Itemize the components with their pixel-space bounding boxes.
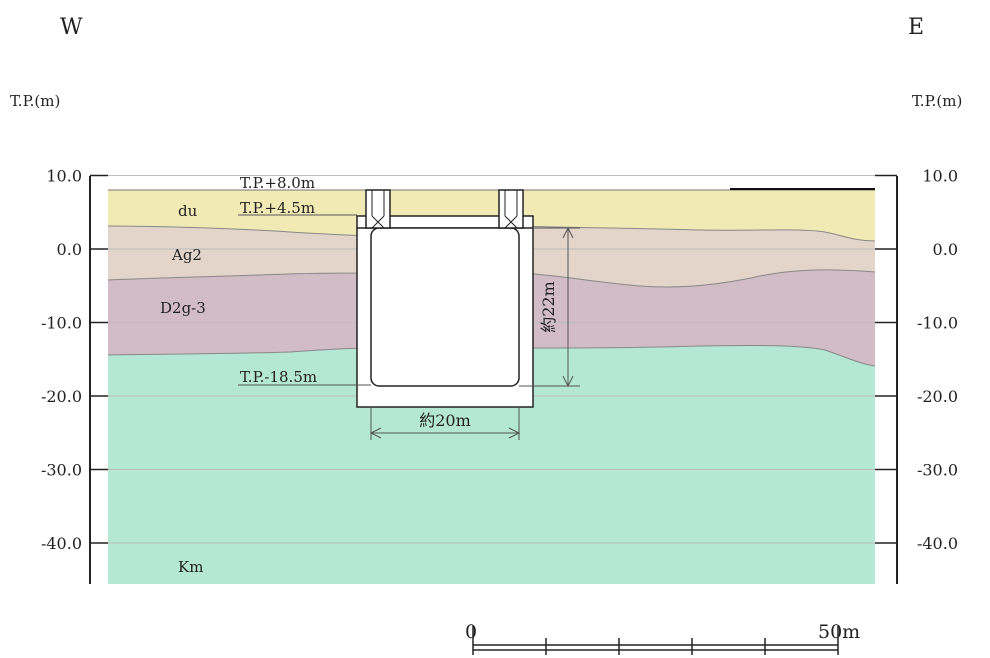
- width-dimension-label: 約20m: [419, 411, 471, 430]
- right-unit-label: T.P.(m): [912, 92, 962, 110]
- structure-bottom-elevation-label: T.P.-18.5m: [240, 368, 317, 386]
- right-shaft-cross-icon: [504, 215, 518, 229]
- structure-top-elevation-label: T.P.+4.5m: [240, 199, 315, 217]
- tick-label-left: -40.0: [41, 534, 82, 553]
- tick-label-left: -20.0: [41, 387, 82, 406]
- box-structure: [356, 189, 534, 408]
- tick-label-right: 0.0: [933, 240, 958, 259]
- structure-inner-void: [370, 227, 520, 387]
- height-dimension: [519, 226, 580, 388]
- tick-label-left: 10.0: [46, 167, 82, 186]
- tick-label-right: -20.0: [917, 387, 958, 406]
- scale-bar: [472, 626, 839, 655]
- tick-label-left: -30.0: [41, 461, 82, 480]
- west-label: W: [60, 15, 83, 40]
- left-shaft-cross-icon: [371, 215, 385, 229]
- east-label: E: [908, 15, 924, 40]
- layer-label-d2g-3: D2g-3: [160, 299, 206, 317]
- tick-label-right: 10.0: [922, 167, 958, 186]
- axis-ticks: [90, 174, 897, 544]
- layer-km: [108, 345, 875, 584]
- scale-end-label: 50m: [818, 621, 860, 643]
- leader-lines: [238, 214, 371, 386]
- right-tick-labels: 10.0 0.0 -10.0 -20.0 -30.0 -40.0: [917, 167, 958, 554]
- tick-label-right: -30.0: [917, 461, 958, 480]
- layer-label-du: du: [178, 202, 198, 220]
- tick-label-left: -10.0: [41, 314, 82, 333]
- left-tick-labels: 10.0 0.0 -10.0 -20.0 -30.0 -40.0: [41, 167, 82, 554]
- left-unit-label: T.P.(m): [10, 92, 60, 110]
- ground-elevation-label: T.P.+8.0m: [240, 174, 315, 192]
- width-dimension: [369, 407, 521, 440]
- tick-label-right: -40.0: [917, 534, 958, 553]
- layer-label-ag2: Ag2: [171, 246, 202, 264]
- scale-start-label: 0: [465, 621, 477, 643]
- height-dimension-label: 約22m: [539, 281, 558, 333]
- tick-label-right: -10.0: [917, 314, 958, 333]
- tick-label-left: 0.0: [57, 240, 82, 259]
- layer-boundaries: [107, 225, 876, 367]
- layer-label-km: Km: [178, 558, 203, 576]
